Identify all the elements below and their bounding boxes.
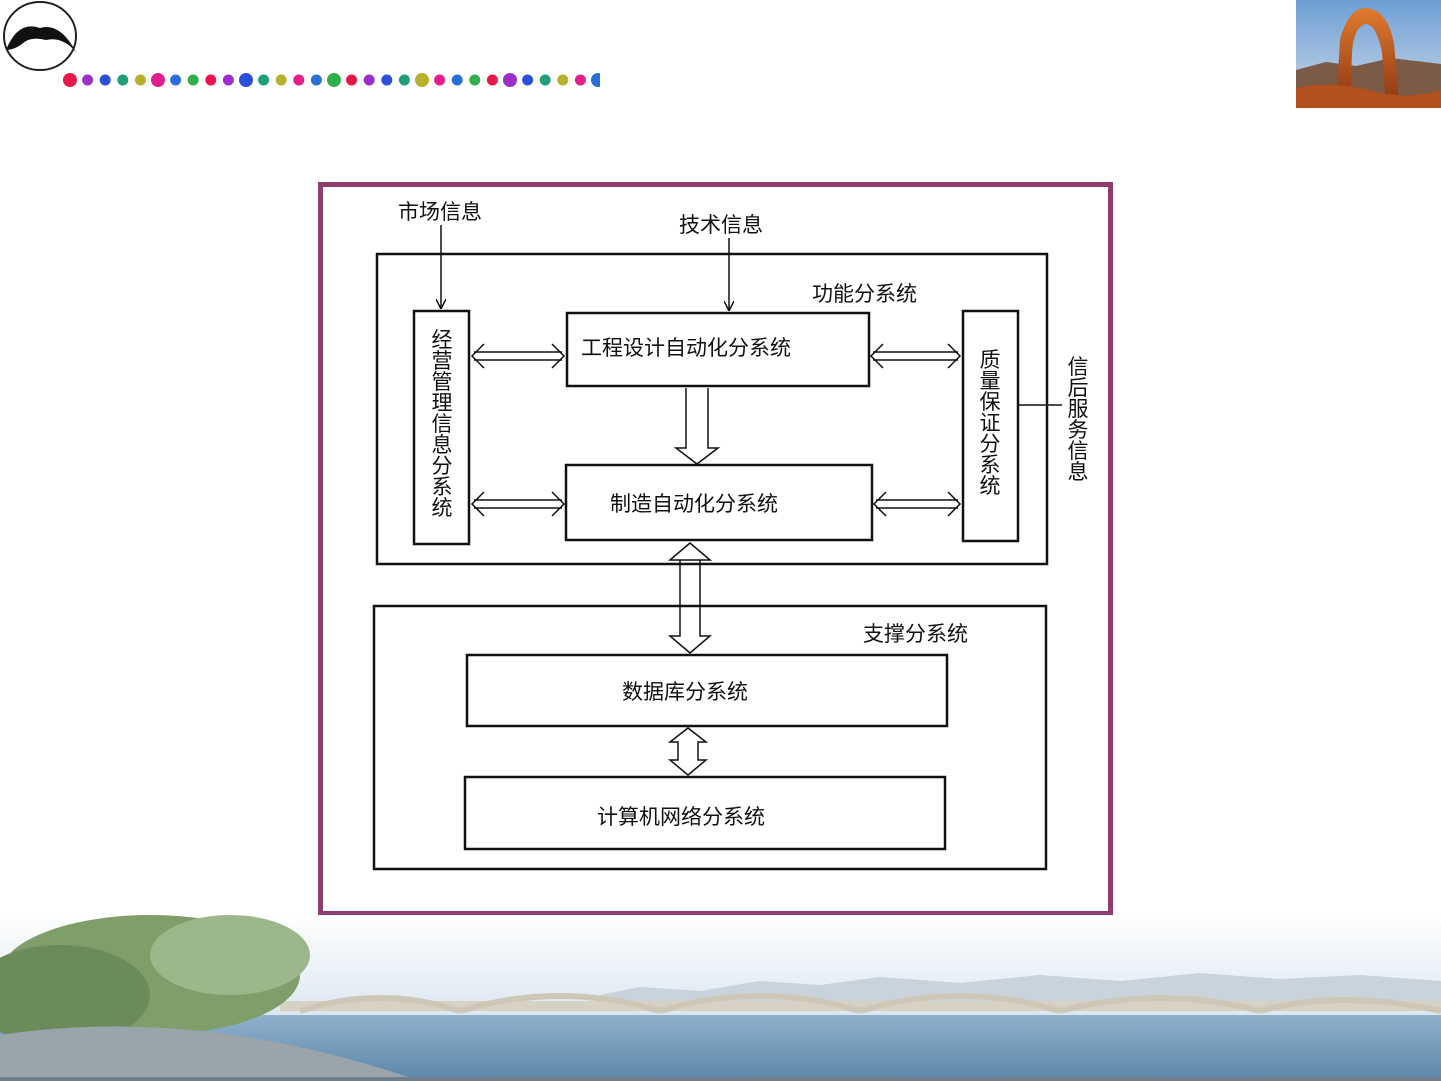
quality-assurance-label: 质量保证分系统 [977,350,1003,497]
tech-info-label: 技术信息 [679,209,763,239]
market-info-label: 市场信息 [398,196,482,226]
network-label: 计算机网络分系统 [597,801,765,831]
after-sales-label: 信后服务信息 [1065,357,1091,483]
functional-subsystem-label: 功能分系统 [812,278,917,308]
database-label: 数据库分系统 [622,676,748,706]
arrow-engineering-right [871,344,960,368]
arrow-db-network [670,728,706,775]
arrow-eng-to-mfg [676,388,718,464]
arrow-manufacturing-right [874,492,960,516]
bridge-scene [0,915,1441,1081]
arrow-left-engineering [472,344,564,368]
manufacturing-label: 制造自动化分系统 [610,488,778,518]
business-mgmt-label: 经营管理信息分系统 [429,330,455,519]
arrow-mfg-support [670,543,710,653]
engineering-design-label: 工程设计自动化分系统 [581,332,791,362]
support-subsystem-label: 支撑分系统 [863,618,968,648]
arrow-left-manufacturing [472,492,564,516]
